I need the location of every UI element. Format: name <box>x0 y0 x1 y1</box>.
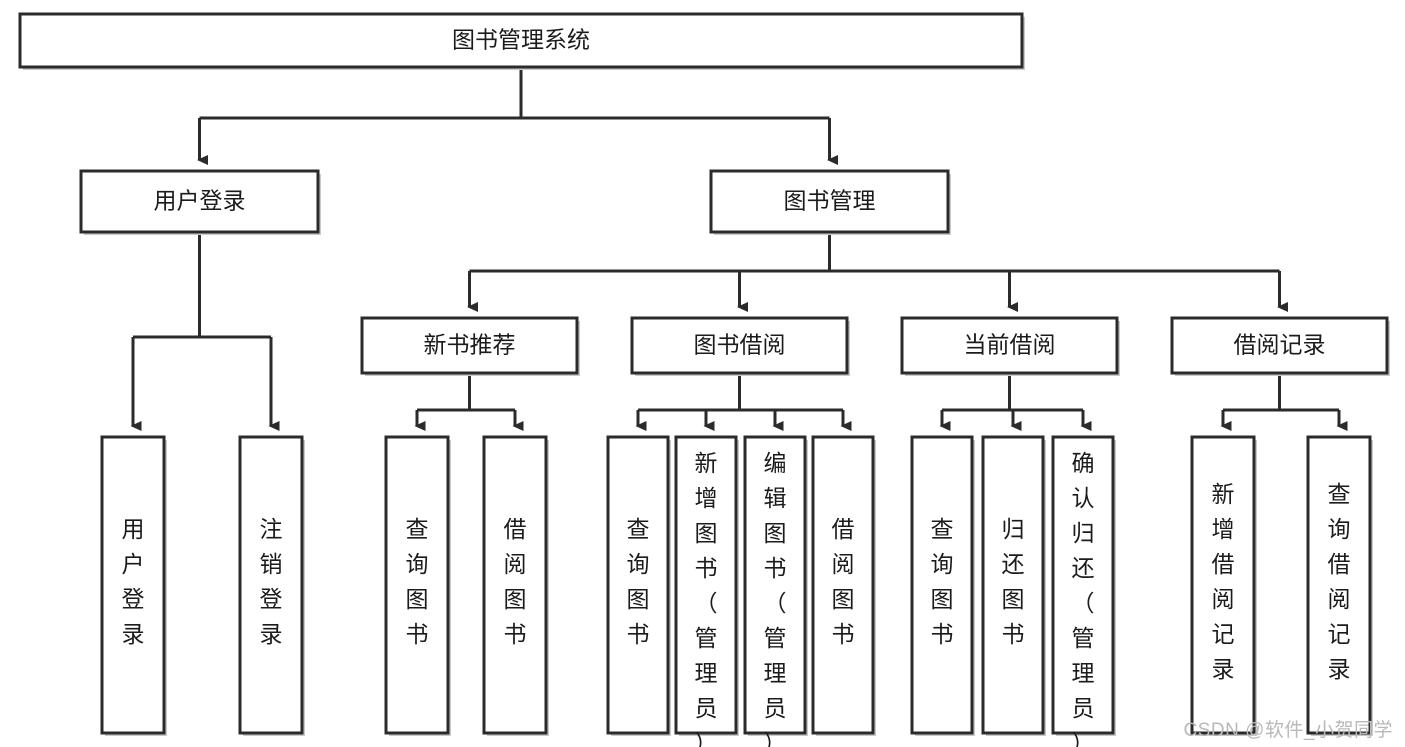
node-leaf-query-record-label: 查询借阅记录 <box>1328 481 1351 682</box>
node-user-login[interactable]: 用户登录 <box>79 169 321 235</box>
node-book-borrow-label: 图书借阅 <box>694 332 786 358</box>
node-leaf-user-login-label: 用户登录 <box>122 516 145 647</box>
node-leaf-edit-book[interactable]: 编辑图书（管理员） <box>743 435 808 747</box>
node-leaf-query-book-3-label: 查询图书 <box>931 516 954 647</box>
node-leaf-logout[interactable]: 注销登录 <box>238 435 305 736</box>
node-leaf-logout-label: 注销登录 <box>260 516 283 647</box>
node-leaf-borrow-book-2[interactable]: 借阅图书 <box>811 435 876 736</box>
node-borrow-record-label: 借阅记录 <box>1234 332 1326 358</box>
node-leaf-return-book[interactable]: 归还图书 <box>981 435 1046 736</box>
node-current-borrow-label: 当前借阅 <box>964 332 1056 358</box>
node-leaf-add-book[interactable]: 新增图书（管理员） <box>674 435 739 747</box>
node-leaf-query-book-1[interactable]: 查询图书 <box>384 435 451 736</box>
node-leaf-edit-book-label: 编辑图书（管理员） <box>764 450 787 747</box>
node-leaf-user-login[interactable]: 用户登录 <box>100 435 167 736</box>
node-leaf-query-record[interactable]: 查询借阅记录 <box>1306 435 1373 736</box>
node-leaf-confirm-return[interactable]: 确认归还（管理员） <box>1051 435 1116 747</box>
node-leaf-add-record-label: 新增借阅记录 <box>1212 481 1235 682</box>
node-leaf-borrow-book-2-label: 借阅图书 <box>832 516 855 647</box>
node-user-login-label: 用户登录 <box>154 188 246 214</box>
node-leaf-query-book-2[interactable]: 查询图书 <box>606 435 671 736</box>
node-leaf-return-book-label: 归还图书 <box>1002 516 1025 647</box>
node-leaf-query-book-2-label: 查询图书 <box>627 516 650 647</box>
node-new-book-recommend[interactable]: 新书推荐 <box>360 316 580 376</box>
node-leaf-confirm-return-label: 确认归还（管理员） <box>1072 450 1095 747</box>
node-leaf-query-book-3[interactable]: 查询图书 <box>910 435 975 736</box>
node-book-management-label: 图书管理 <box>784 188 876 214</box>
node-book-management-system[interactable]: 图书管理系统 <box>18 12 1025 70</box>
node-new-book-recommend-label: 新书推荐 <box>424 332 516 358</box>
node-current-borrow[interactable]: 当前借阅 <box>900 316 1120 376</box>
node-leaf-query-book-1-label: 查询图书 <box>406 516 429 647</box>
node-borrow-record[interactable]: 借阅记录 <box>1170 316 1390 376</box>
node-leaf-borrow-book-1[interactable]: 借阅图书 <box>482 435 549 736</box>
node-book-management[interactable]: 图书管理 <box>709 169 951 235</box>
edge-layer <box>130 67 1348 431</box>
leaf-layer: 用户登录 注销登录 查询图书 借阅图书 查询图书 新增图书（管理员） 编辑图书（管理员） 借阅… <box>100 435 1373 747</box>
node-book-management-system-label: 图书管理系统 <box>452 27 590 53</box>
node-book-borrow[interactable]: 图书借阅 <box>630 316 850 376</box>
node-leaf-add-record[interactable]: 新增借阅记录 <box>1190 435 1257 736</box>
node-leaf-add-book-label: 新增图书（管理员） <box>695 450 718 747</box>
node-leaf-borrow-book-1-label: 借阅图书 <box>504 516 527 647</box>
